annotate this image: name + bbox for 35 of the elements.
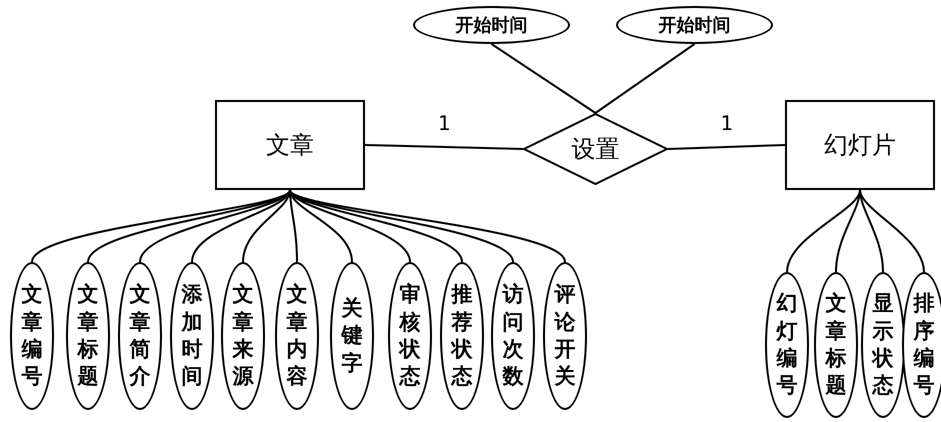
connector-line: [859, 190, 884, 272]
attribute-ellipse: 开始时间: [413, 6, 570, 44]
connector-line: [191, 190, 291, 262]
attribute-ellipse: 访问次数: [491, 262, 535, 410]
attribute-ellipse: 开始时间: [616, 6, 773, 44]
entity-box: 文章: [215, 100, 365, 190]
attribute-ellipse: 显示状态: [861, 272, 905, 418]
connector-line: [786, 190, 861, 272]
attribute-ellipse: 排序编号: [902, 272, 941, 418]
connector-line: [289, 189, 463, 262]
attribute-ellipse: 文章来源: [221, 262, 265, 410]
attribute-ellipse: 文章简介: [118, 262, 162, 410]
attribute-ellipse: 文章内容: [275, 262, 319, 410]
attribute-ellipse: 文章标题: [814, 272, 858, 418]
connector-line: [289, 190, 353, 262]
attribute-ellipse: 文章编号: [10, 262, 54, 410]
attribute-ellipse: 添加时间: [170, 262, 214, 410]
connector-line: [490, 43, 596, 114]
connector-line: [859, 190, 925, 272]
attribute-ellipse: 关键字: [330, 262, 374, 410]
attribute-ellipse: 幻灯编号: [765, 272, 809, 418]
connector-line: [364, 144, 524, 150]
connector-line: [289, 190, 411, 262]
connector-line: [139, 189, 291, 262]
entity-box: 幻灯片: [785, 100, 935, 190]
attribute-ellipse: 文章标题: [66, 262, 110, 410]
connector-line: [31, 189, 291, 263]
relationship-diamond: 设置: [523, 113, 668, 185]
connector-line: [87, 189, 291, 262]
connector-line: [242, 190, 291, 262]
connector-line: [668, 144, 786, 150]
attribute-ellipse: 审核状态: [388, 262, 432, 410]
attribute-ellipse: 评论开关: [543, 262, 587, 410]
connector-line: [594, 43, 696, 114]
attribute-ellipse: 推荐状态: [440, 262, 484, 410]
